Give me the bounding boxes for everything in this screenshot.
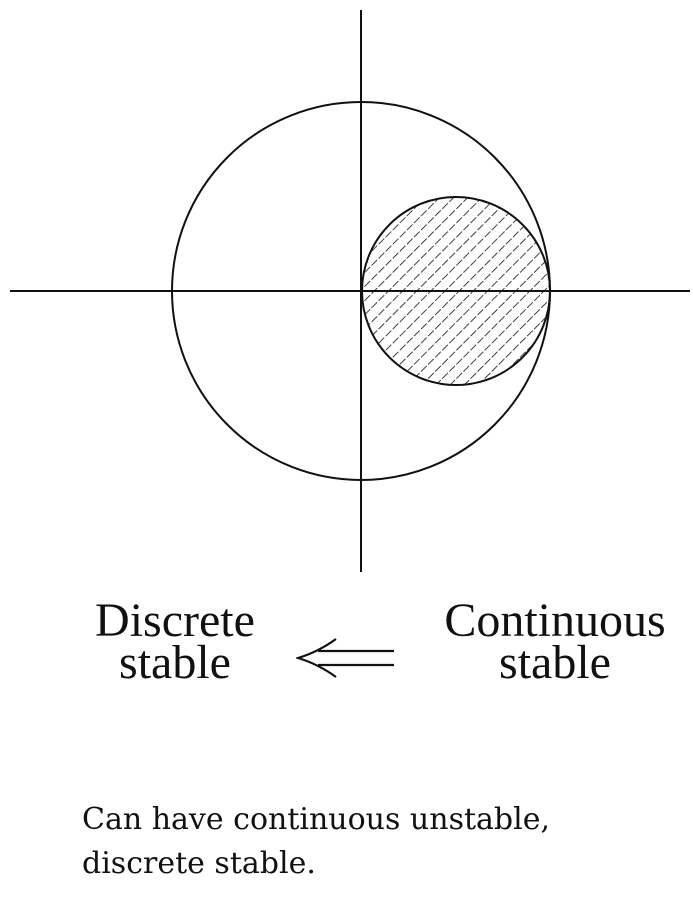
- discrete-stable-label: Discrete stable: [70, 594, 280, 689]
- discrete-stable-word: stable: [119, 636, 231, 689]
- continuous-stable-label: Continuous stable: [420, 594, 690, 689]
- continuous-label: Continuous: [444, 594, 666, 647]
- hatched-region: [361, 196, 551, 386]
- stability-region-diagram: [10, 10, 690, 572]
- caption-line-2: discrete stable.: [82, 846, 316, 881]
- caption-line-1: Can have continuous unstable,: [82, 802, 551, 837]
- discrete-label: Discrete: [95, 594, 255, 647]
- caption: Can have continuous unstable, discrete s…: [82, 798, 682, 886]
- implied-by-arrow: [296, 638, 394, 678]
- continuous-stable-word: stable: [499, 636, 611, 689]
